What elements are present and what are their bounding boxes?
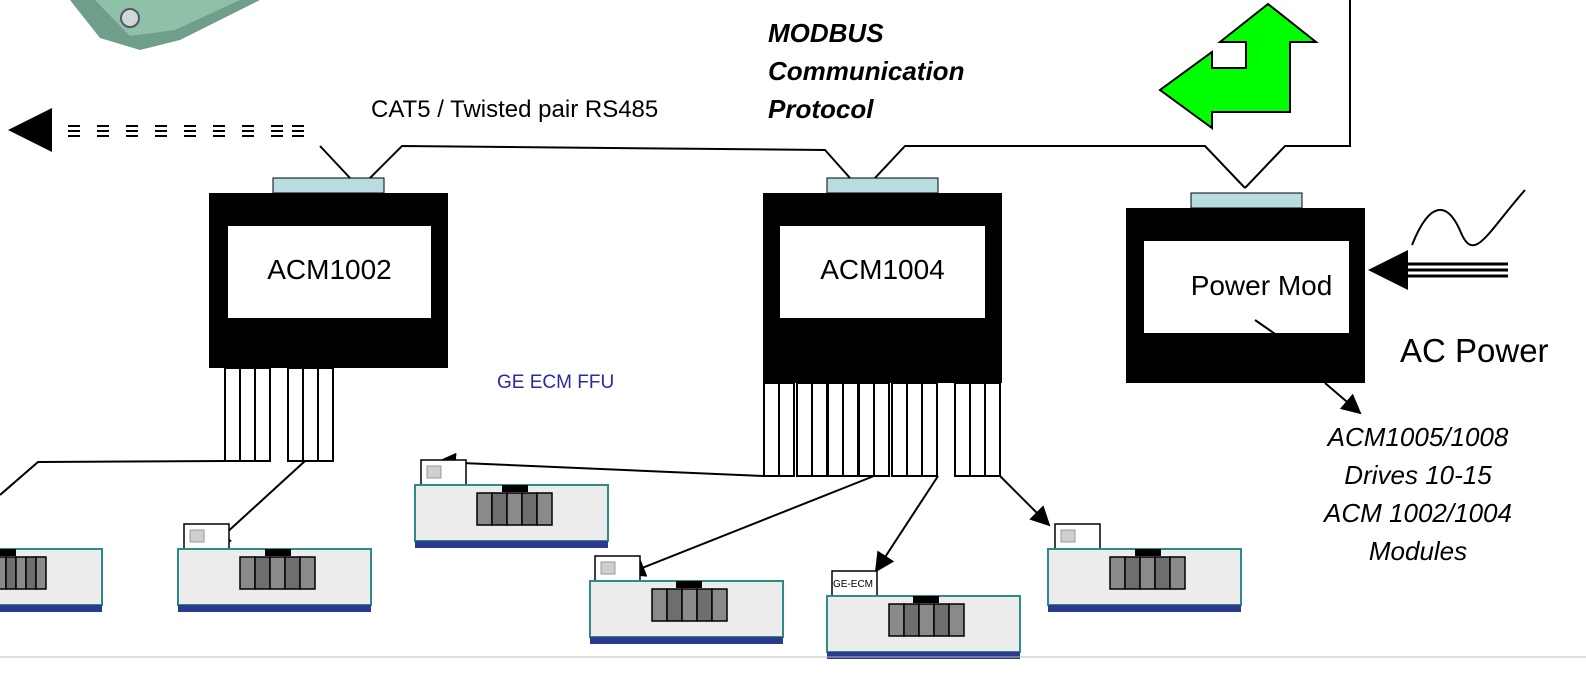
- power-mod-label: Power Mod: [1190, 270, 1333, 301]
- drives-note-line4: Modules: [1368, 536, 1468, 566]
- fan-connections: [0, 452, 1051, 577]
- power-module: [1126, 192, 1365, 383]
- acm1002-label: ACM1002: [267, 254, 392, 285]
- protocol-label-line1: MODBUS: [768, 18, 884, 48]
- ffu-unit-3: [414, 459, 609, 548]
- acm1004-module: [763, 177, 1002, 477]
- ffu-unit-1: [0, 548, 103, 612]
- fan-tag-label: GE-ECM: [833, 579, 873, 590]
- ac-power-input: [1368, 189, 1526, 290]
- protocol-label-line2: Communication: [768, 56, 965, 86]
- ffu-unit-6: [1047, 523, 1242, 612]
- drives-note-line3: ACM 1002/1004: [1324, 498, 1512, 528]
- drives-note-line1: ACM1005/1008: [1327, 422, 1509, 452]
- cable-label: CAT5 / Twisted pair RS485: [371, 96, 659, 123]
- ffu-unit-5: [826, 570, 1021, 659]
- ffu-unit-2: [177, 523, 372, 612]
- photo-fragment: [70, 0, 260, 50]
- ffu-unit-4: [589, 555, 784, 644]
- ac-power-label: AC Power: [1400, 332, 1549, 369]
- left-continuation-arrow: [8, 108, 304, 152]
- acm1004-label: ACM1004: [820, 254, 945, 285]
- ffu-label: GE ECM FFU: [497, 372, 615, 393]
- rs485-bus: [319, 0, 1351, 189]
- acm1002-module: [209, 177, 448, 462]
- drives-note-line2: Drives 10-15: [1344, 460, 1492, 490]
- protocol-label-line3: Protocol: [768, 94, 874, 124]
- fan-tag-icons: [189, 465, 1076, 575]
- green-updown-arrow: [1158, 2, 1319, 130]
